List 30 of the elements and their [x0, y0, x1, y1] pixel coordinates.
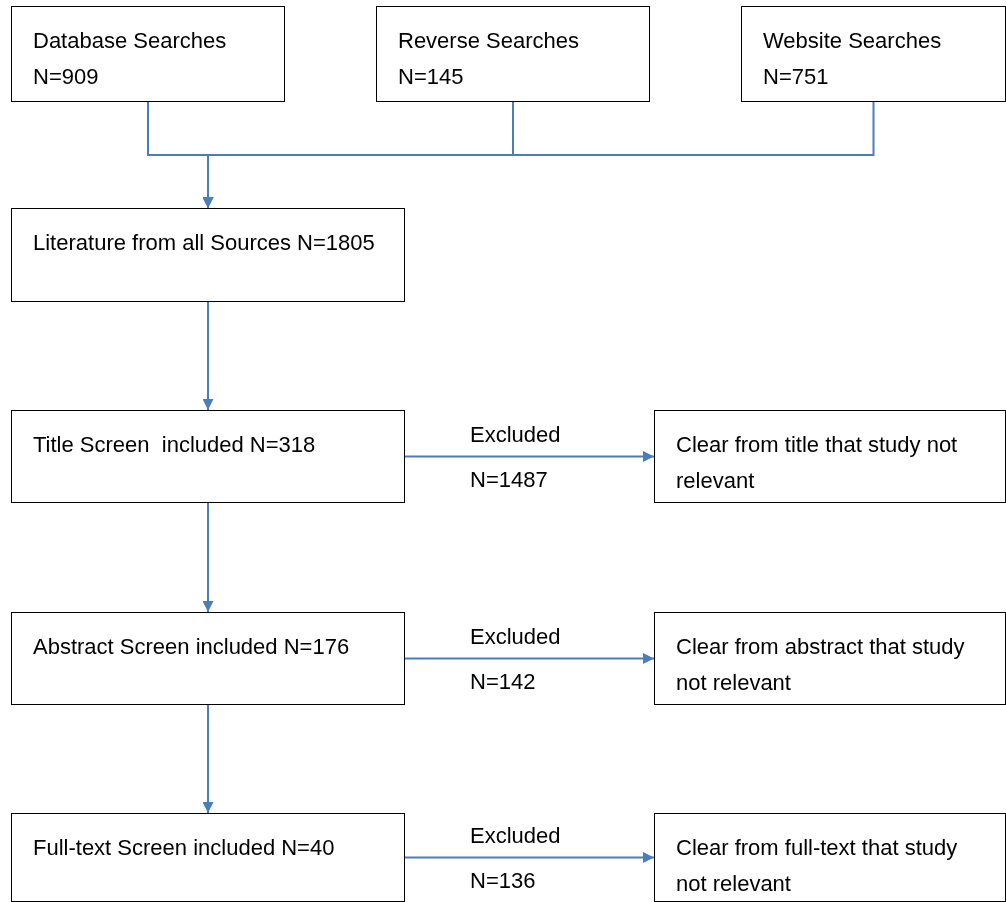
box-text: Title Screen included N=318 [33, 432, 316, 457]
box-text: Abstract Screen included N=176 [33, 634, 350, 659]
edge-label: Excluded N=136 [470, 821, 562, 895]
process-box [11, 6, 285, 102]
edge-label: Excluded N=1487 [470, 420, 562, 494]
process-box [11, 813, 405, 902]
box-text: Full-text Screen included N=40 [33, 835, 335, 860]
arrow [202, 301, 214, 411]
process-box [11, 612, 405, 705]
process-box [741, 6, 1006, 102]
box-text: Clear from abstract that study not relevant [676, 634, 966, 695]
process-box [654, 612, 1006, 705]
process-box [11, 208, 405, 302]
arrow [404, 653, 655, 664]
arrow [202, 502, 214, 613]
box-text: Database Searches N=909 [33, 28, 228, 89]
process-box [11, 410, 405, 503]
box-text: Reverse Searches N=145 [398, 28, 580, 89]
process-box [376, 6, 650, 102]
edge-label: Excluded N=142 [470, 622, 562, 696]
box-text: Clear from title that study not relevant [676, 432, 959, 493]
arrow [202, 704, 214, 814]
process-box [654, 813, 1006, 902]
box-text: Clear from full-text that study not relevant [676, 835, 959, 896]
arrow [202, 101, 875, 209]
process-box [654, 410, 1006, 503]
arrow [404, 852, 655, 863]
arrow [404, 451, 655, 462]
box-text: Literature from all Sources N=1805 [33, 230, 375, 255]
box-text: Website Searches N=751 [763, 28, 943, 89]
